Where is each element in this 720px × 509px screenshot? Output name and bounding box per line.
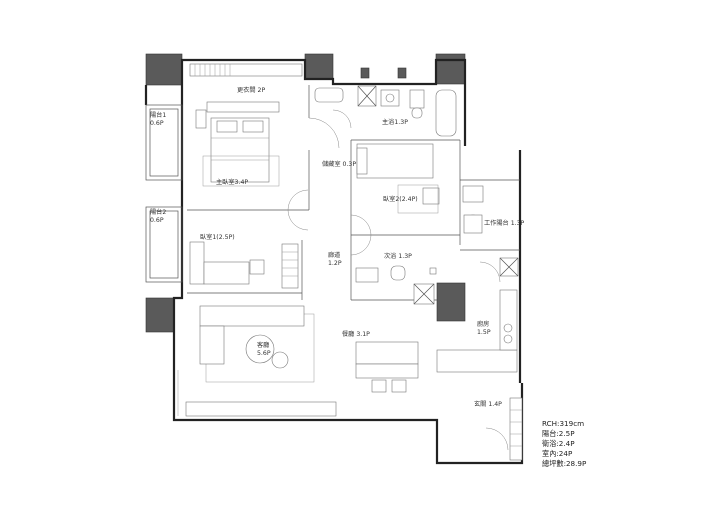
label-storage: 儲藏室 0.3P <box>322 160 356 168</box>
area-summary: RCH:319cm 陽台:2.5P 衛浴:2.4P 室內:24P 總坪數:28.… <box>542 419 587 468</box>
label-balcony-2-area: 0.6P <box>150 217 164 224</box>
entrance-cabinet <box>509 397 523 461</box>
label-utility-balcony: 工作陽台 1.3P <box>484 219 525 227</box>
label-living-area: 5.6P <box>257 350 271 357</box>
master-bath-fixtures <box>314 85 457 137</box>
utility-fixtures <box>462 185 519 277</box>
stat-indoor: 室內:24P <box>542 449 573 458</box>
stat-bathroom: 衛浴:2.4P <box>542 439 575 448</box>
label-balcony-1-area: 0.6P <box>150 120 164 127</box>
balconies <box>145 104 183 283</box>
exterior-walls <box>144 58 524 465</box>
stat-total: 總坪數:28.9P <box>542 459 587 468</box>
bedroom2-furniture <box>356 143 440 214</box>
label-bedroom-2: 臥室2(2.4P) <box>383 195 418 203</box>
structural-columns <box>145 53 466 333</box>
label-corridor-area: 1.2P <box>328 260 342 267</box>
second-bath-fixtures <box>355 265 437 305</box>
bedroom1-furniture <box>189 241 299 289</box>
label-master-bath: 主浴1.3P <box>382 118 408 126</box>
kitchen-counters <box>436 289 518 373</box>
stat-ceiling-height: RCH:319cm <box>542 419 584 428</box>
closet-shelving <box>189 63 303 129</box>
living-furniture <box>177 305 337 417</box>
label-walkin-closet: 更衣間 2P <box>237 86 265 94</box>
label-living-name: 客廳 <box>257 341 269 349</box>
label-kitchen-name: 廚房 <box>477 320 489 328</box>
label-kitchen-area: 1.5P <box>477 329 491 336</box>
master-bed <box>202 117 280 187</box>
label-entrance: 玄關 1.4P <box>474 400 502 408</box>
label-corridor-name: 廊道 <box>328 251 340 259</box>
label-bedroom-1: 臥室1(2.5P) <box>200 233 235 241</box>
label-master-bedroom: 主臥室3.4P <box>216 178 248 186</box>
label-balcony-2-name: 陽台2 <box>150 208 166 216</box>
label-balcony-1-name: 陽台1 <box>150 111 166 119</box>
door-swings <box>287 109 509 451</box>
label-dining: 餐廳 3.1P <box>342 330 370 338</box>
dining-set <box>355 341 419 393</box>
room-labels: 更衣間 2P 主臥室3.4P 陽台1 0.6P 陽台2 0.6P 主浴1.3P … <box>150 86 525 408</box>
label-second-bath: 次浴 1.3P <box>384 252 412 260</box>
stat-balcony: 陽台:2.5P <box>542 429 575 438</box>
